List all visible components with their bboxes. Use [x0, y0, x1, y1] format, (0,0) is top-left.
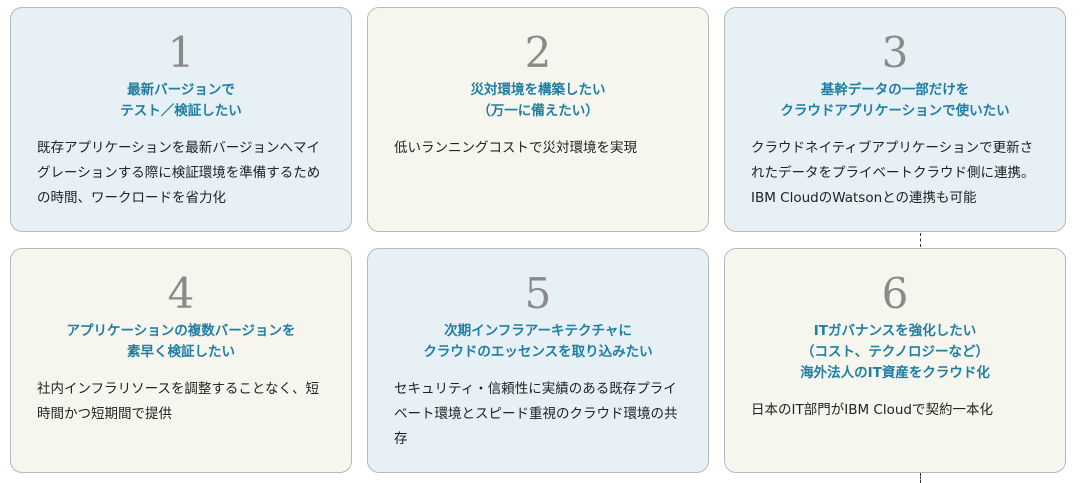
card-body: 既存アプリケーションを最新バージョンへマイグレーションする際に検証環境を準備する… — [37, 140, 321, 206]
card-body: セキュリティ・信頼性に実績のある既存プライベート環境とスピード重視のクラウド環境… — [394, 381, 678, 447]
card-number: 2 — [524, 28, 552, 77]
card-title: ITガバナンスを強化したい （コスト、テクノロジーなど） 海外法人のIT資産をク… — [800, 323, 990, 381]
card-body: 低いランニングコストで災対環境を実現 — [394, 140, 637, 156]
card-2: 2 災対環境を構築したい （万一に備えたい） 低いランニングコストで災対環境を実… — [367, 7, 709, 232]
card-3: 3 基幹データの一部だけを クラウドアプリケーションで使いたい クラウドネイティ… — [724, 7, 1066, 232]
card-title: 基幹データの一部だけを クラウドアプリケーションで使いたい — [780, 82, 1010, 119]
card-body: 社内インフラリソースを調整することなく、短時間かつ短期間で提供 — [37, 381, 320, 422]
card-body: 日本のIT部門がIBM Cloudで契約一本化 — [751, 402, 993, 418]
card-number: 6 — [881, 269, 909, 318]
card-number: 4 — [167, 269, 195, 318]
card-6: 6 ITガバナンスを強化したい （コスト、テクノロジーなど） 海外法人のIT資産… — [724, 248, 1066, 473]
card-1: 1 最新バージョンで テスト／検証したい 既存アプリケーションを最新バージョンへ… — [10, 7, 352, 232]
card-title: アプリケーションの複数バージョンを 素早く検証したい — [66, 323, 296, 360]
card-title: 災対環境を構築したい （万一に備えたい） — [470, 82, 606, 119]
card-title: 最新バージョンで テスト／検証したい — [120, 82, 242, 119]
card-4: 4 アプリケーションの複数バージョンを 素早く検証したい 社内インフラリソースを… — [10, 248, 352, 473]
connector-line — [920, 473, 921, 483]
card-number: 3 — [881, 28, 909, 77]
card-body: クラウドネイティブアプリケーションで更新されたデータをプライベートクラウド側に連… — [751, 140, 1035, 206]
card-title: 次期インフラアーキテクチャに クラウドのエッセンスを取り込みたい — [423, 323, 653, 360]
card-5: 5 次期インフラアーキテクチャに クラウドのエッセンスを取り込みたい セキュリテ… — [367, 248, 709, 473]
connector-line — [920, 233, 921, 247]
card-number: 5 — [524, 269, 552, 318]
card-number: 1 — [167, 28, 195, 77]
